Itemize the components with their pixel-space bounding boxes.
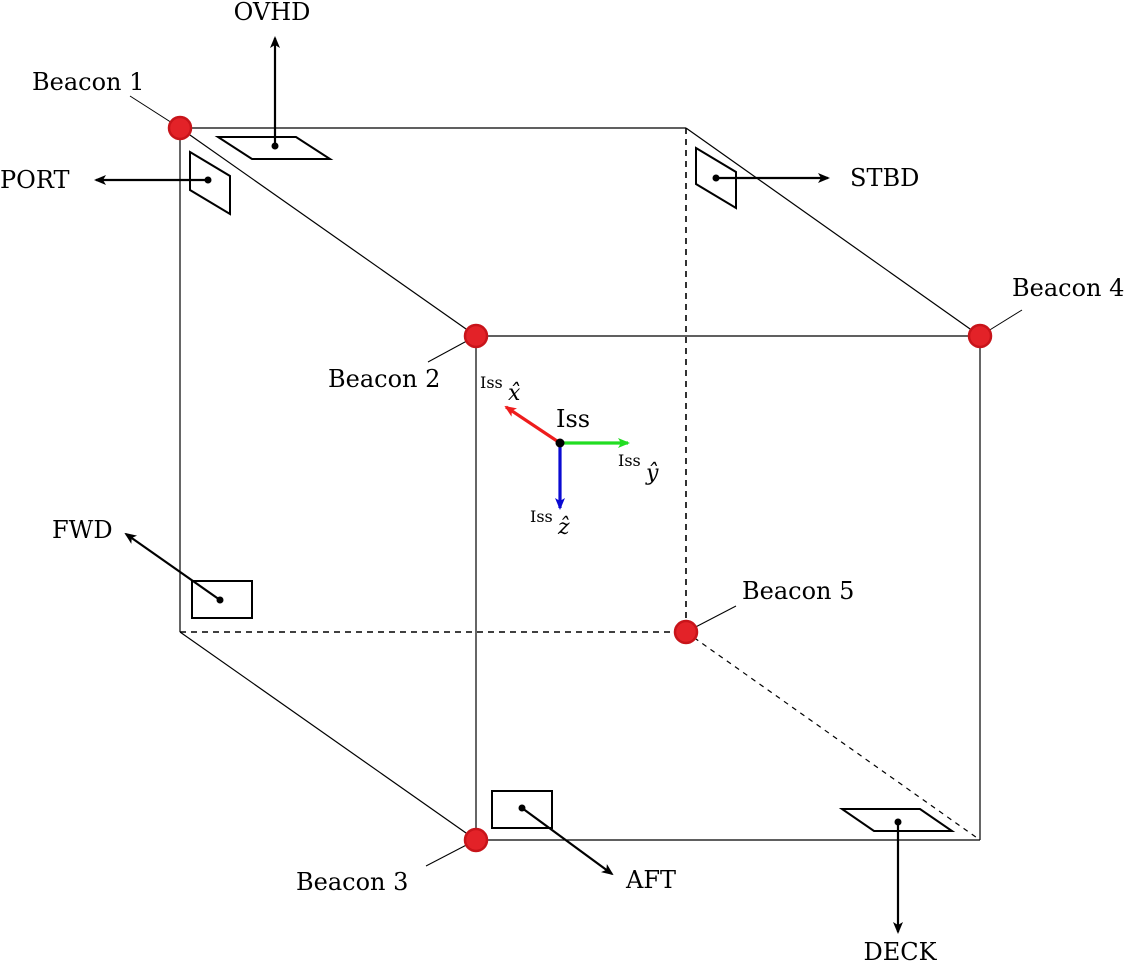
beacon-2: Beacon 2 (328, 323, 489, 393)
deck-marker: DECK (838, 808, 956, 964)
deck-label: DECK (863, 938, 937, 964)
z-axis-prefix: Iss (530, 507, 553, 526)
beacon-2-dot (463, 323, 489, 349)
beacon-4: Beacon 4 (967, 274, 1124, 349)
deck-panel (838, 808, 956, 832)
z-axis-symbol: ẑ (557, 515, 570, 540)
aft-panel (491, 790, 553, 829)
connect-top-left (179, 127, 477, 337)
fwd-marker: FWD (52, 516, 253, 619)
beacon-5-label: Beacon 5 (742, 577, 854, 605)
connect-top-right (685, 127, 981, 337)
aft-marker: AFT (491, 790, 676, 894)
port-marker: PORT (0, 150, 231, 216)
x-axis-symbol: x̂ (508, 381, 521, 406)
frame-origin-dot (555, 438, 565, 448)
connect-bottom-left (179, 631, 477, 841)
port-panel (189, 150, 231, 216)
cube-wireframe (179, 127, 981, 841)
fwd-label: FWD (52, 516, 113, 544)
beacon-1-dot (167, 115, 193, 141)
ovhd-panel (214, 136, 334, 160)
ovhd-marker: OVHD (214, 0, 334, 160)
frame-origin-label: Iss (556, 405, 590, 433)
beacon-4-dot (967, 323, 993, 349)
x-axis-arrow (504, 405, 561, 445)
port-label: PORT (0, 166, 69, 194)
beacon-5: Beacon 5 (673, 577, 854, 645)
ovhd-label: OVHD (234, 0, 311, 26)
fwd-panel (191, 580, 253, 619)
aft-arrow (521, 807, 614, 876)
stbd-label: STBD (850, 164, 919, 192)
beacon-3-label: Beacon 3 (296, 868, 408, 896)
iss-frame: Iss Iss x̂ Iss ŷ Iss ẑ (480, 373, 659, 540)
y-axis-prefix: Iss (618, 451, 641, 470)
connect-bottom-right-hidden (685, 631, 981, 841)
beacon-4-label: Beacon 4 (1012, 274, 1124, 302)
beacon-2-label: Beacon 2 (328, 365, 440, 393)
aft-label: AFT (625, 866, 676, 894)
y-axis-symbol: ŷ (645, 461, 659, 486)
stbd-marker: STBD (695, 146, 919, 210)
beacon-3: Beacon 3 (296, 827, 489, 896)
beacon-1: Beacon 1 (32, 68, 193, 141)
stbd-panel (695, 146, 737, 210)
x-axis-prefix: Iss (480, 373, 503, 392)
beacon-5-dot (673, 619, 699, 645)
beacon-1-label: Beacon 1 (32, 68, 144, 96)
beacon-3-dot (463, 827, 489, 853)
fwd-arrow (124, 532, 221, 601)
